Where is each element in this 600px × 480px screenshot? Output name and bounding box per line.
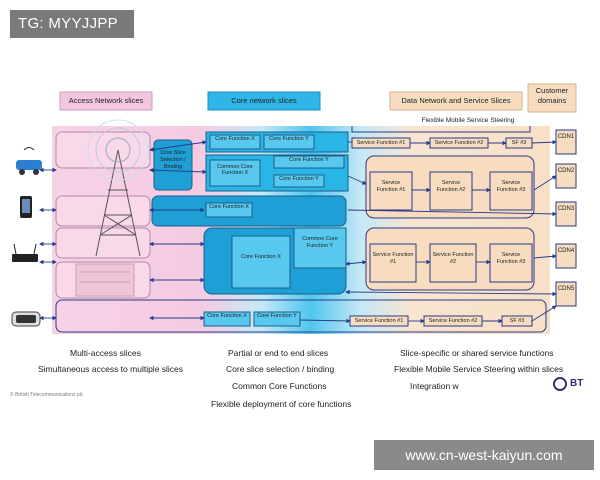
watermark-top-left: TG: MYYJJPP (10, 10, 134, 38)
car-icon (16, 147, 42, 175)
caption-multi-access: Multi-access slices (70, 348, 141, 358)
caption-common-core: Common Core Functions (232, 381, 327, 391)
sf2-bottom: Service Function #2 (428, 318, 478, 324)
cdn-3: CDN3 (557, 206, 575, 212)
block-sf2-a: Service Function #2 (436, 180, 466, 193)
core-function-y-bottom: Core Function Y (257, 313, 297, 319)
cdn-5: CDN5 (557, 286, 575, 292)
core-function-y: Core Function Y (269, 136, 309, 142)
caption-integration: Integration w (410, 381, 459, 391)
core-function-y-3: Core Function Y (279, 176, 319, 182)
block-sf1-b: Service Function #1 (372, 252, 414, 265)
header-core-bg (207, 91, 321, 111)
cdn-1: CDN1 (557, 134, 575, 140)
caption-slice-specific: Slice-specific or shared service functio… (400, 348, 554, 358)
bt-brand: BT (570, 378, 584, 389)
phone-icon (20, 196, 32, 218)
bt-logo-icon (553, 377, 567, 391)
core-function-y-2: Core Function Y (289, 157, 329, 163)
block-sf1-a: Service Function #1 (376, 180, 406, 193)
caption-flexible-deploy: Flexible deployment of core functions (211, 399, 352, 409)
cdn-2: CDN2 (557, 168, 575, 174)
copyright: © British Telecommunications plc (10, 392, 84, 398)
sf1-bottom: Service Function #1 (354, 318, 404, 324)
header-customer: Customer domains (535, 86, 569, 105)
tower-icon (87, 119, 149, 257)
steering-label: Flexible Mobile Service Steering (421, 117, 515, 124)
sf3-bottom: SF #3 (509, 318, 525, 324)
header-access: Access Network slices (68, 96, 144, 105)
common-core-function-y: Common Core Function Y (302, 236, 338, 249)
watermark-bottom-right: www.cn-west-kaiyun.com (374, 440, 594, 470)
core-function-x-bottom: Core Function X (207, 313, 247, 319)
header-data: Data Network and Service Slices (401, 96, 511, 105)
sf1-top: Service Function #1 (356, 140, 406, 146)
caption-partial: Partial or end to end slices (228, 348, 329, 358)
header-access-bg (59, 91, 153, 111)
caption-steering: Flexible Mobile Service Steering within … (394, 364, 564, 374)
block-sf3-a: Service Function #3 (496, 180, 526, 193)
block-sf2-b: Service Function #2 (432, 252, 474, 265)
caption-core-selection: Core slice selection / binding (226, 364, 335, 374)
caption-simultaneous: Simultaneous access to multiple slices (38, 364, 184, 374)
block-sf3-b: Service Function #3 (496, 252, 526, 265)
building-icon (75, 263, 135, 297)
core-slice-selection: Core Slice Selection / Binding (160, 150, 186, 170)
sf3-top: SF #3 (511, 140, 527, 146)
router-icon (12, 243, 38, 262)
common-core-function-x: Common Core Function X (217, 164, 253, 176)
core-function-x-big: Core Function X (241, 254, 281, 260)
cdn-4: CDN4 (557, 248, 575, 254)
core-function-x-3: Core Function X (209, 204, 249, 210)
header-customer-bg (527, 83, 577, 113)
header-data-bg (389, 91, 523, 111)
sf2-top: Service Function #2 (434, 140, 484, 146)
vr-headset-icon (11, 311, 41, 327)
header-core: Core network slices (231, 96, 297, 105)
core-function-x: Core Function X (215, 136, 255, 142)
